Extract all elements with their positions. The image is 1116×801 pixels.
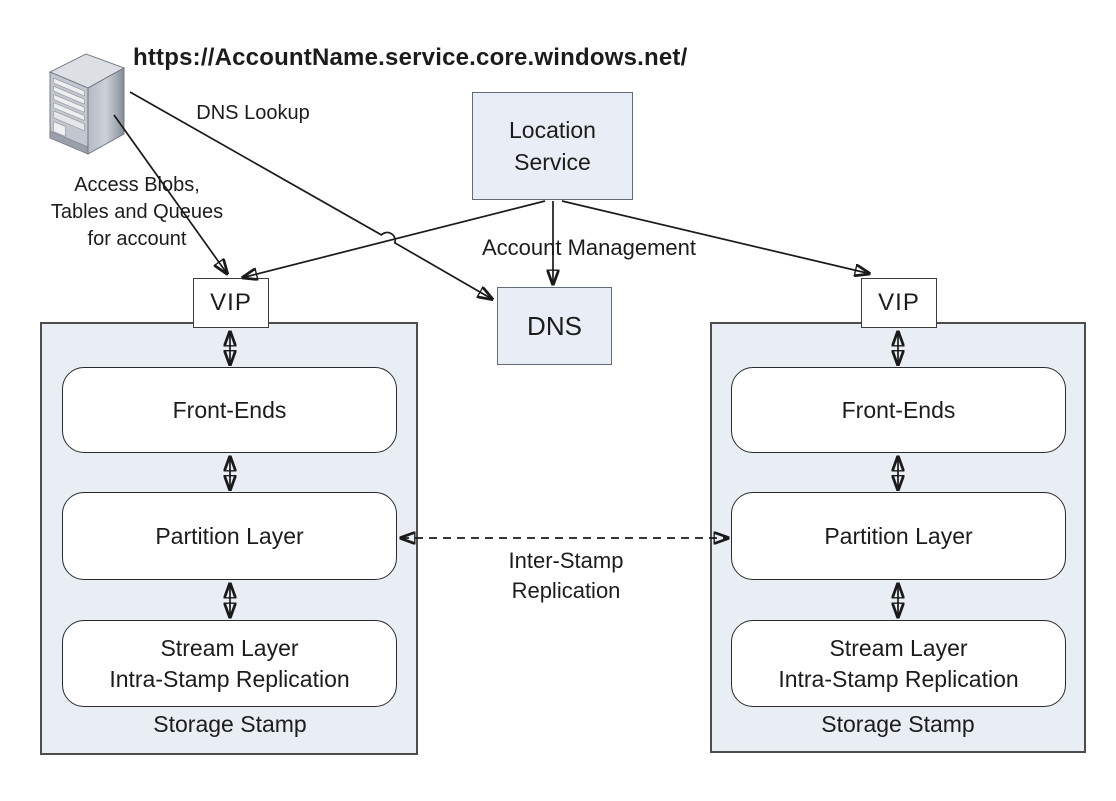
- storage-stamp-left-label: Storage Stamp: [153, 711, 307, 737]
- account-url-title: https://AccountName.service.core.windows…: [133, 44, 688, 71]
- dns-label: DNS: [527, 311, 582, 341]
- front-ends-left-label: Front-Ends: [172, 396, 287, 423]
- access-blobs-line2: Tables and Queues: [50, 201, 224, 223]
- stream-layer-left: Stream Layer Intra-Stamp Replication: [62, 620, 397, 707]
- stream-layer-right-line2: Intra-Stamp Replication: [778, 665, 1019, 692]
- vip-left-label: VIP: [210, 289, 252, 316]
- access-blobs-line3: for account: [87, 228, 187, 250]
- partition-layer-left: Partition Layer: [62, 492, 397, 580]
- inter-stamp-line1: Inter-Stamp: [508, 548, 624, 573]
- access-blobs-label: Access Blobs, Tables and Queues for acco…: [51, 172, 223, 253]
- dns-node: DNS: [497, 287, 612, 365]
- stream-layer-left-line1: Stream Layer: [160, 634, 299, 661]
- inter-stamp-replication-label: Inter-Stamp Replication: [509, 546, 624, 606]
- location-service-node: Location Service: [472, 92, 633, 200]
- front-ends-right-label: Front-Ends: [841, 396, 956, 423]
- location-service-line1: Location: [509, 117, 596, 143]
- server-icon: [48, 53, 126, 155]
- account-management-label: Account Management: [481, 235, 697, 260]
- partition-layer-right: Partition Layer: [731, 492, 1066, 580]
- front-ends-left: Front-Ends: [62, 367, 397, 453]
- stream-layer-right: Stream Layer Intra-Stamp Replication: [731, 620, 1066, 707]
- partition-layer-right-label: Partition Layer: [824, 522, 973, 549]
- location-service-line2: Service: [514, 149, 591, 175]
- vip-left-node: VIP: [193, 278, 269, 328]
- front-ends-right: Front-Ends: [731, 367, 1066, 453]
- dns-lookup-label: DNS Lookup: [196, 102, 310, 124]
- stream-layer-right-line1: Stream Layer: [829, 634, 968, 661]
- storage-stamp-right-label: Storage Stamp: [821, 711, 975, 737]
- partition-layer-left-label: Partition Layer: [155, 522, 304, 549]
- vip-right-node: VIP: [861, 278, 937, 328]
- stream-layer-left-line2: Intra-Stamp Replication: [109, 665, 350, 692]
- vip-right-label: VIP: [878, 289, 920, 316]
- inter-stamp-line2: Replication: [511, 578, 621, 603]
- access-blobs-line1: Access Blobs,: [74, 174, 200, 196]
